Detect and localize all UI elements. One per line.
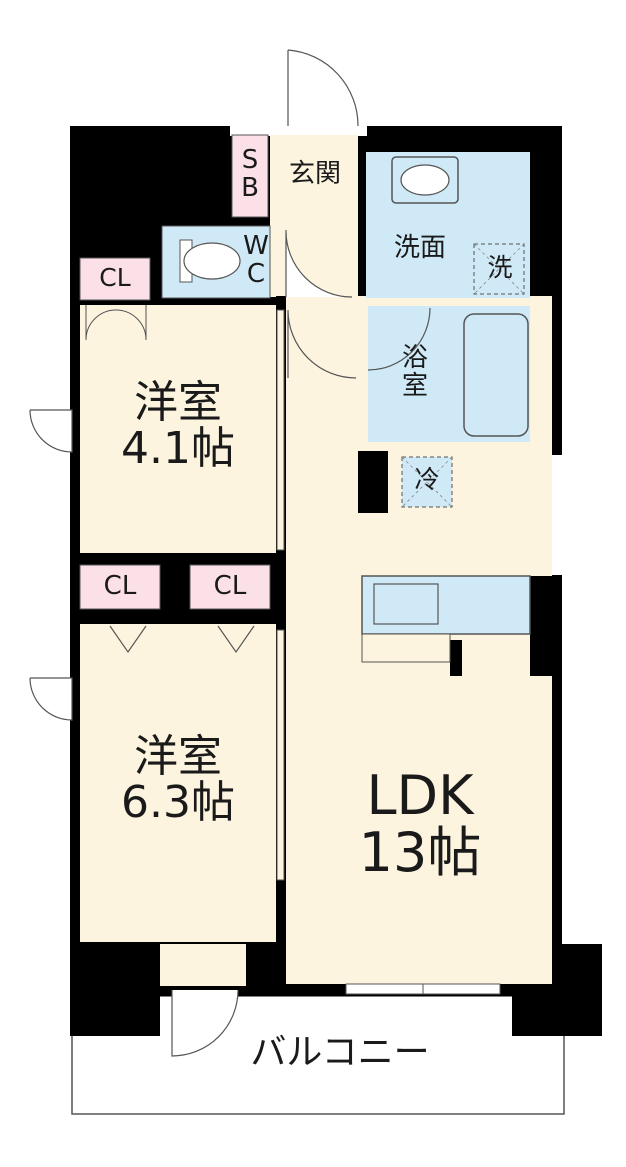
wall-room-divider	[80, 553, 276, 565]
door-swing-balcony	[171, 989, 239, 1057]
sliding-door-1	[276, 309, 285, 551]
door-swing-hall	[287, 309, 357, 379]
room-label-entrance: 玄関	[288, 159, 341, 189]
wall-closet-divider	[160, 565, 190, 609]
closet-label-1: CL	[99, 263, 131, 292]
hallway-fill	[286, 296, 358, 496]
room-western-2-fill	[80, 624, 276, 942]
column-bottom-left	[70, 944, 160, 1036]
kitchen-base	[361, 633, 451, 663]
wall-kitchen-column	[358, 451, 388, 513]
closet-label-3: CL	[213, 571, 247, 601]
exterior-notch-top	[230, 120, 367, 136]
door-swing-bath	[367, 307, 431, 371]
sink-basin	[400, 164, 450, 196]
wall-closet-bottom	[80, 610, 276, 624]
exterior-notch-right	[552, 455, 572, 575]
fridge-area-fill	[358, 451, 552, 576]
entrance-fill	[270, 135, 358, 217]
sliding-door-2	[276, 629, 285, 881]
closet-1-fill	[79, 257, 151, 301]
room-western-1-fill	[80, 305, 276, 553]
room-label-western-2: 洋室 6.3帖	[121, 731, 235, 829]
room-label-toilet: W C	[243, 231, 269, 290]
room-label-western-1: 洋室 4.1帖	[121, 377, 235, 475]
room-label-washer: 洗	[487, 253, 513, 282]
closet-2-fill	[79, 564, 161, 610]
door-swing-icon	[287, 49, 359, 127]
room-label-ldk: LDK 13帖	[358, 764, 482, 884]
entrance-hall-fill	[270, 217, 358, 297]
room-label-washroom: 洗面	[393, 233, 446, 263]
bathtub-icon	[463, 313, 529, 437]
closet-3-fill	[189, 564, 271, 610]
closet-door-2	[109, 625, 255, 654]
room-label-fridge: 冷	[414, 465, 440, 494]
room-label-bathroom: 浴 室	[401, 343, 428, 402]
wall-kitchen-stub	[450, 640, 462, 676]
washer-box	[473, 243, 525, 295]
balcony-threshold	[160, 944, 246, 986]
closet-door-1	[85, 305, 147, 341]
room-label-shoe-box: S B	[241, 145, 259, 204]
door-swing-west2	[29, 677, 73, 721]
door-swing-west1	[29, 409, 73, 453]
toilet-icon	[183, 242, 241, 280]
wall-kitchen-divider	[530, 576, 552, 676]
shoe-box-fill	[231, 134, 269, 218]
fridge-box	[401, 456, 453, 508]
closet-label-2: CL	[103, 571, 137, 601]
balcony-label: バルコニー	[250, 1032, 430, 1073]
kitchen-sink	[373, 583, 439, 625]
door-swing-toilet	[285, 229, 353, 298]
